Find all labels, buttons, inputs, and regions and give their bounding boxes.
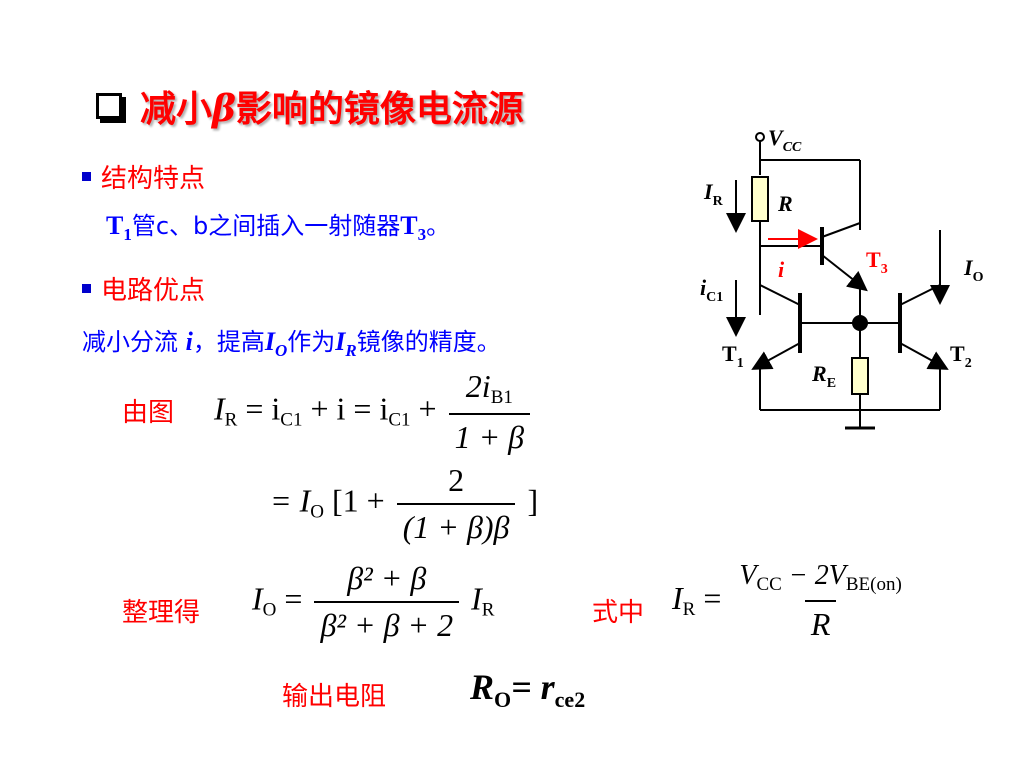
label-where: 式中 — [592, 598, 645, 628]
r-label: R — [777, 191, 793, 216]
eq4-num-b-sub: BE(on) — [845, 574, 902, 595]
i-label: i — [778, 257, 785, 282]
eq4-num-a: V — [739, 560, 757, 591]
eq2-bracket-close: ] — [527, 482, 539, 519]
eq5-lhs: R — [470, 667, 495, 707]
t3-label: T — [400, 211, 418, 240]
eq1-mid-sub: C1 — [280, 409, 303, 431]
eq4-num-a-sub: CC — [756, 574, 782, 595]
eq2-num: 2 — [448, 462, 465, 498]
ic1-label: iC1 — [700, 275, 723, 305]
eq3-rhs: I — [471, 580, 482, 617]
eq3-lhs: I — [252, 580, 263, 617]
structure-text: 管c、b之间插入一射随器 — [131, 212, 401, 240]
t1-label: T — [106, 211, 124, 240]
eq1-plus: + — [418, 390, 437, 427]
page-title: 减小β影响的镜像电流源 — [96, 80, 524, 132]
title-beta: β — [212, 88, 236, 130]
resistor-re — [851, 357, 869, 395]
vcc-label: VCC — [768, 125, 802, 155]
eq1-fraction: 2iB1 1 + β — [448, 368, 531, 456]
equation-1: IR = iC1 + i = iC1 + 2iB1 1 + β — [214, 368, 534, 456]
vcc-terminal — [755, 132, 765, 142]
adv-ir: I — [335, 327, 346, 356]
eq2-lhs-sub: O — [310, 501, 324, 523]
io-label: IO — [963, 255, 984, 285]
adv-text-3: 作为 — [287, 328, 336, 356]
equation-4: IR = VCC − 2VBE(on) R — [672, 560, 912, 643]
eq4-fraction: VCC − 2VBE(on) R — [733, 560, 907, 643]
eq1-lhs: I — [214, 390, 225, 427]
section1-heading: 结构特点 — [101, 164, 206, 194]
eq1-den: 1 + β — [454, 419, 525, 455]
eq3-rhs-sub: R — [481, 599, 495, 621]
eq4-den: R — [810, 606, 831, 642]
title-suffix: 影响的镜像电流源 — [235, 89, 524, 130]
eq2-den: (1 + β)β — [402, 509, 510, 545]
eq1-num-sub: B1 — [490, 387, 513, 408]
circuit-diagram: VCC IR R i T3 IO iC1 T1 RE T2 — [700, 125, 984, 430]
square-bullet-icon — [82, 172, 91, 181]
eq5-rhs-sub: ce2 — [554, 687, 586, 713]
equation-5: RO= rce2 — [470, 666, 585, 713]
junction-node — [852, 315, 868, 331]
equation-2: = IO [1 + 2 (1 + β)β ] — [270, 462, 538, 546]
checkbox-bullet-icon — [96, 93, 122, 119]
label-rearranged: 整理得 — [122, 598, 201, 628]
section-heading-structure: 结构特点 — [82, 158, 205, 195]
section-heading-advantage: 电路优点 — [82, 270, 205, 307]
eq1-mid2-sub: C1 — [388, 409, 411, 431]
structure-description: T1管c、b之间插入一射随器T3。 — [106, 206, 450, 245]
t3-sub: 3 — [417, 225, 427, 245]
adv-io: I — [264, 327, 275, 356]
title-prefix: 减小 — [140, 89, 213, 130]
eq2-lhs: = I — [270, 482, 311, 519]
advantage-description: 减小分流 i，提高IO作为IR镜像的精度。 — [82, 322, 501, 361]
label-output-resistance: 输出电阻 — [282, 682, 387, 712]
eq3-den: β² + β + 2 — [320, 607, 454, 643]
equation-3: IO = β² + β β² + β + 2 IR — [252, 560, 494, 644]
re-label: RE — [811, 361, 836, 391]
eq4-lhs: I — [672, 579, 683, 616]
t2-label: T2 — [950, 341, 972, 371]
adv-text-4: 镜像的精度。 — [356, 328, 501, 356]
adv-text-2: ，提高 — [192, 328, 265, 356]
eq2-fraction: 2 (1 + β)β — [396, 462, 516, 546]
eq1-mid: = i — [245, 390, 281, 427]
eq4-eq: = — [703, 579, 722, 616]
ir-label: IR — [703, 179, 724, 209]
eq5-lhs-sub: O — [494, 687, 512, 713]
eq3-fraction: β² + β β² + β + 2 — [314, 560, 460, 644]
adv-io-sub: O — [275, 341, 288, 361]
t1-label: T1 — [722, 341, 744, 371]
label-from-figure: 由图 — [122, 398, 175, 428]
eq4-lhs-sub: R — [682, 598, 696, 620]
square-bullet-icon — [82, 284, 91, 293]
section2-heading: 电路优点 — [101, 276, 206, 306]
eq1-mid2: + i = i — [310, 390, 389, 427]
eq4-num-b: − 2V — [788, 560, 846, 591]
adv-i: i — [185, 327, 193, 356]
t3-label: T3 — [866, 247, 888, 277]
eq3-lhs-sub: O — [262, 599, 277, 621]
eq3-num: β² + β — [347, 560, 427, 596]
eq5-eq: = r — [511, 667, 555, 707]
eq2-bracket-open: [1 + — [331, 482, 385, 519]
period: 。 — [426, 212, 451, 240]
resistor-r — [751, 176, 769, 222]
adv-ir-sub: R — [345, 341, 357, 361]
t1-sub: 1 — [123, 225, 132, 245]
eq1-num: 2i — [465, 368, 491, 404]
eq3-eq: = — [284, 580, 303, 617]
eq1-lhs-sub: R — [224, 409, 238, 431]
adv-text-1: 减小分流 — [82, 328, 186, 356]
